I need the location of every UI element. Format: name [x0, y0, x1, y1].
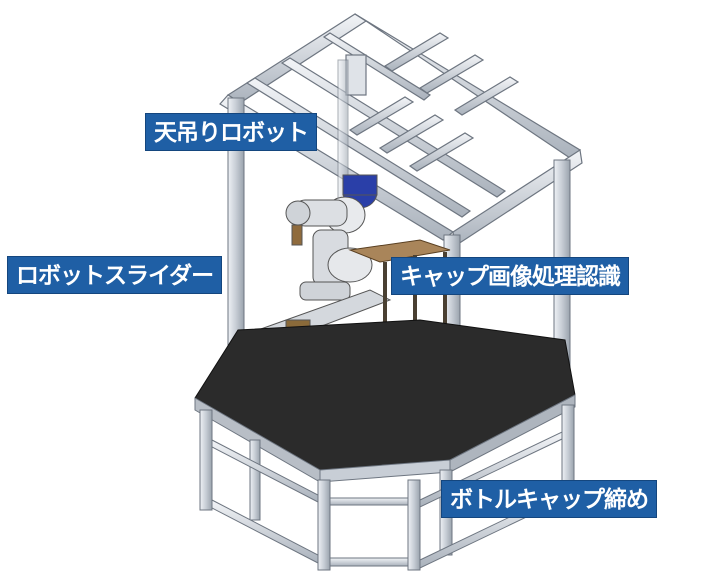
ceiling-robot: [285, 174, 378, 301]
label-bottle-cap-tightening: ボトルキャップ締め: [441, 480, 657, 518]
label-cap-image-recognition: キャップ画像処理認識: [391, 257, 629, 295]
label-ceiling-robot: 天吊りロボット: [145, 113, 317, 151]
label-robot-slider: ロボットスライダー: [7, 256, 223, 294]
